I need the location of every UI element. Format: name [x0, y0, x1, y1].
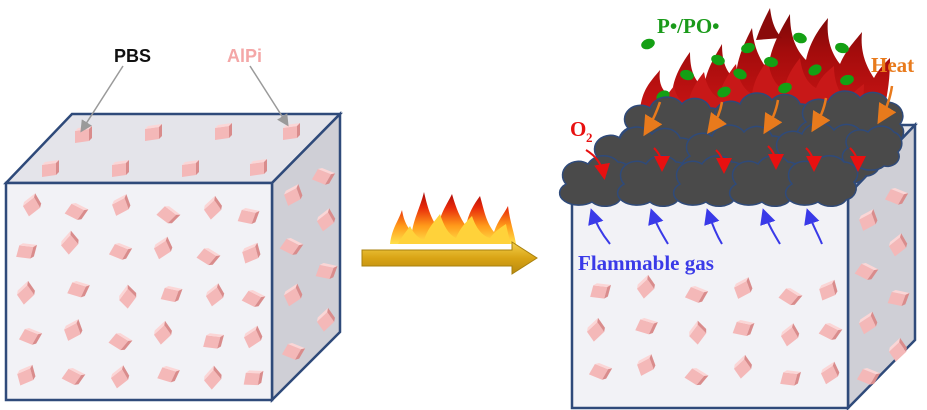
left-cube — [3, 110, 343, 404]
oxygen-label: O 2 — [570, 117, 593, 145]
radicals-label: P•/PO• — [657, 14, 720, 38]
flammable-gas-label: Flammable gas — [578, 251, 714, 275]
radical-particles — [641, 32, 854, 109]
heat-source-flame — [390, 192, 516, 244]
oxygen-label-main: O — [570, 117, 586, 141]
char-layer — [558, 90, 905, 208]
right-cube-front-face — [570, 193, 850, 410]
pbs-callout: PBS — [80, 46, 151, 133]
heat-arrows — [643, 85, 897, 137]
pbs-pointer — [80, 65, 124, 133]
alpi-label: AlPi — [227, 46, 262, 66]
left-cube-front-face — [4, 181, 274, 402]
pbs-label: PBS — [114, 46, 151, 66]
process-arrow — [361, 241, 538, 275]
heat-label: Heat — [871, 53, 914, 77]
oxygen-label-subscript: 2 — [586, 130, 593, 145]
flammable-gas-arrows — [588, 208, 823, 245]
oxygen-arrows — [585, 145, 866, 180]
combustion-flames — [640, 8, 890, 112]
alpi-pointer — [249, 65, 289, 127]
alpi-callout: AlPi — [227, 46, 289, 127]
